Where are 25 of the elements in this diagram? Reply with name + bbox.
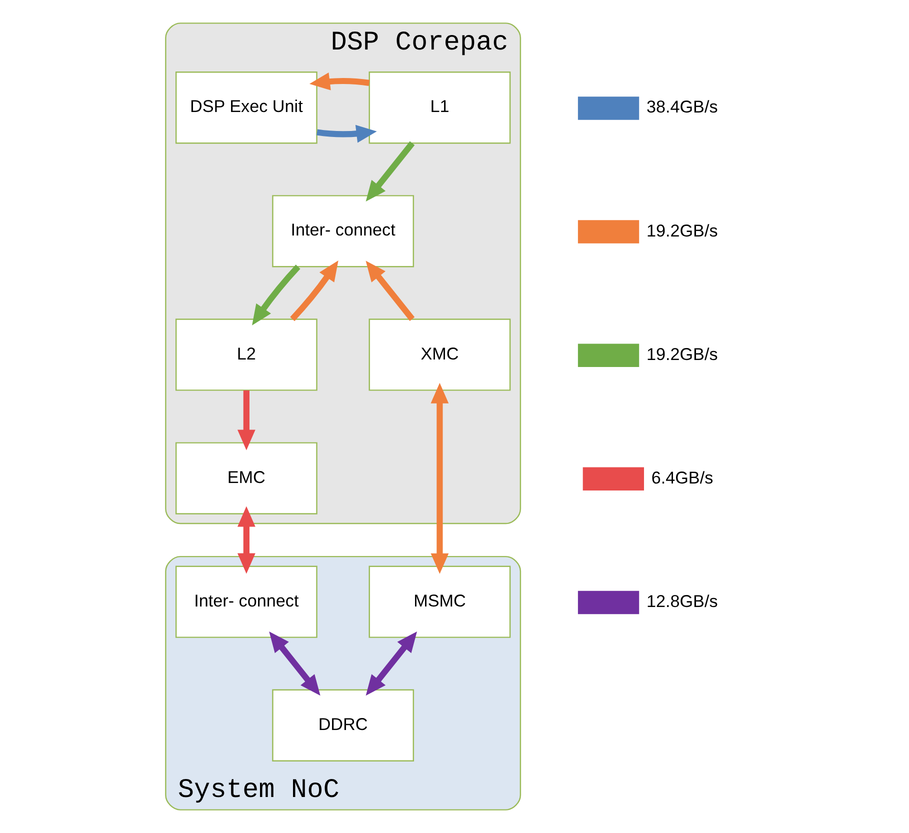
node-box: XMC [368,318,510,391]
legend-label: 38.4GB/s [646,98,718,117]
node-box: Inter- connect [174,566,317,638]
arrow [236,506,255,574]
node-box: MSMC [368,566,510,638]
legend-label: 19.2GB/s [646,221,718,240]
arrow [290,260,338,322]
node-box: DDRC [272,689,414,762]
legend-label: 19.2GB/s [646,344,718,364]
arrow [430,382,448,574]
node-box: DSP Exec Unit [174,72,317,144]
node-box: Inter- connect [272,195,414,268]
node-box: L2 [174,318,317,391]
arrow [308,72,370,90]
arrow [365,631,417,696]
arrow [268,631,320,696]
legend-label: 6.4GB/s [650,468,713,488]
node-box: EMC [174,442,317,514]
arrow [365,260,414,321]
arrow [236,390,255,450]
arrow [252,264,300,326]
arrow [365,141,414,202]
arrow [316,124,376,143]
node-box: L1 [368,72,510,144]
legend-label: 12.8GB/s [646,592,718,611]
